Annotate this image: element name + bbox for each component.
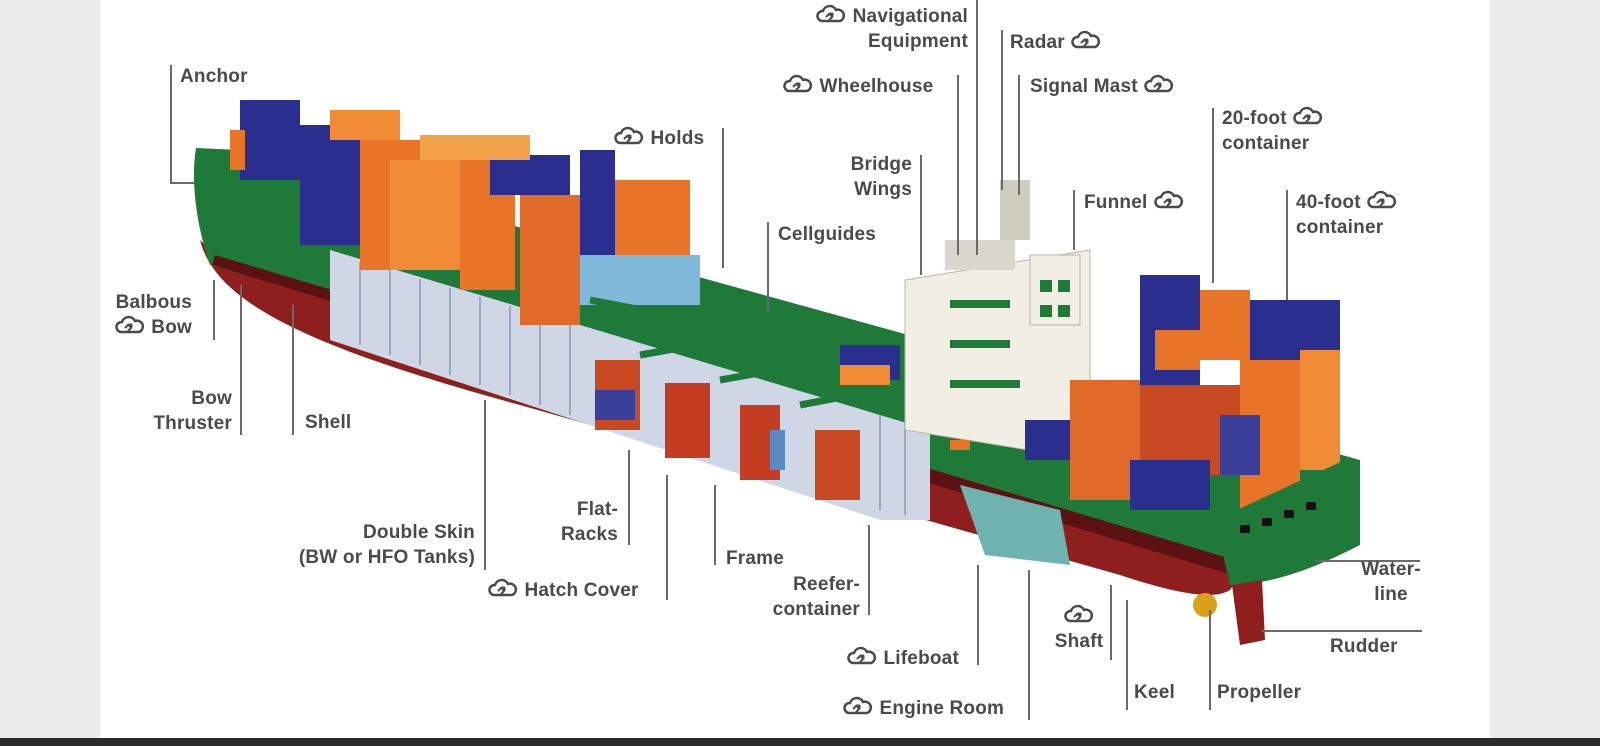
label-signal-mast: Signal Mast xyxy=(1030,74,1175,99)
leader-anchor xyxy=(170,65,172,183)
leader-radar xyxy=(1001,30,1003,190)
leader-bridge-wings xyxy=(920,155,922,275)
label-wheelhouse: Wheelhouse xyxy=(782,74,933,99)
label-hatch-cover: Hatch Cover xyxy=(487,578,639,603)
label-propeller: Propeller xyxy=(1217,682,1302,703)
leader-shaft xyxy=(1110,585,1112,660)
propeller xyxy=(1193,593,1217,617)
label-double-skin: Double Skin (BW or HFO Tanks) xyxy=(298,522,475,568)
leader-rudder xyxy=(1262,630,1422,632)
leader-lifeboat xyxy=(977,565,979,665)
leader-wheelhouse xyxy=(957,75,959,255)
frame-grid xyxy=(359,262,906,515)
leader-flat-racks xyxy=(628,450,630,545)
leader-reefer xyxy=(868,525,870,615)
label-anchor: Anchor xyxy=(180,66,248,87)
leader-balbous-bow xyxy=(213,280,215,340)
cloud-link-icon xyxy=(782,74,814,96)
label-shaft: Shaft xyxy=(1050,604,1108,654)
cloud-link-icon xyxy=(1366,190,1398,212)
cloud-link-icon xyxy=(1143,74,1175,96)
leader-holds xyxy=(722,128,724,268)
leader-frame xyxy=(714,485,716,565)
leader-shell xyxy=(292,305,294,435)
label-balbous-bow: Balbous Bow xyxy=(114,292,192,338)
label-funnel: Funnel xyxy=(1084,190,1185,215)
label-engine-room: Engine Room xyxy=(842,696,1004,721)
cloud-link-icon xyxy=(1063,604,1095,626)
label-keel: Keel xyxy=(1134,682,1175,703)
label-lifeboat: Lifeboat xyxy=(846,646,959,671)
cloud-link-icon xyxy=(846,646,878,668)
leader-20-foot xyxy=(1212,108,1214,283)
leader-signal-mast xyxy=(1018,75,1020,195)
label-radar: Radar xyxy=(1010,30,1102,55)
leader-anchor-foot xyxy=(170,182,195,184)
label-rudder: Rudder xyxy=(1330,636,1398,657)
label-cellguides: Cellguides xyxy=(778,224,877,245)
label-20-foot-container: 20-foot container xyxy=(1222,106,1324,156)
label-40-foot-container: 40-foot container xyxy=(1296,190,1398,240)
cloud-link-icon xyxy=(1153,190,1185,212)
cloud-link-icon xyxy=(1292,106,1324,128)
leader-hatch-cover xyxy=(666,475,668,600)
label-reefer-container: Reefer- container xyxy=(772,574,860,620)
stern xyxy=(1215,460,1345,585)
leader-navigational xyxy=(976,0,978,255)
label-bridge-wings: Bridge Wings xyxy=(850,154,912,200)
label-waterline: Water- line xyxy=(1361,559,1421,605)
cloud-link-icon xyxy=(114,315,146,337)
label-frame: Frame xyxy=(726,548,785,569)
label-flat-racks: Flat- Racks xyxy=(561,499,618,545)
superstructure xyxy=(904,180,1091,461)
leader-engine-room xyxy=(1028,570,1030,720)
cloud-link-icon xyxy=(487,578,519,600)
cloud-link-icon xyxy=(842,696,874,718)
cloud-link-icon xyxy=(815,4,847,26)
cloud-link-icon xyxy=(613,126,645,148)
label-shell: Shell xyxy=(305,412,352,433)
leader-propeller xyxy=(1209,610,1211,710)
leader-bow-thruster xyxy=(240,285,242,435)
label-navigational-equipment: Navigational Equipment xyxy=(796,4,968,54)
label-holds: Holds xyxy=(613,126,704,151)
rudder xyxy=(1232,580,1265,645)
label-bow-thruster: Bow Thruster xyxy=(153,388,232,434)
cloud-link-icon xyxy=(1070,30,1102,52)
leader-40-foot xyxy=(1286,190,1288,300)
leader-double-skin xyxy=(484,400,486,570)
aft-containers xyxy=(1025,275,1340,510)
leader-funnel xyxy=(1073,190,1075,250)
leader-cellguides xyxy=(767,222,769,312)
bottom-bar xyxy=(0,738,1600,746)
leader-waterline xyxy=(1315,560,1420,562)
leader-keel xyxy=(1126,600,1128,710)
forward-containers xyxy=(230,100,700,325)
